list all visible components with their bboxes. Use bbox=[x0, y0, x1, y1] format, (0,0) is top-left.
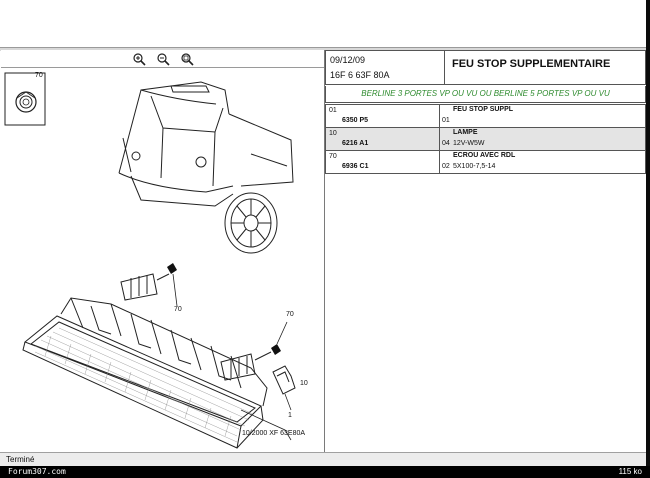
diagram-drawing bbox=[4, 72, 296, 449]
label-lower-nut: 70 bbox=[286, 311, 294, 318]
row-id-cell bbox=[326, 105, 440, 127]
zoom-fit-icon bbox=[180, 52, 194, 66]
window-top-area bbox=[0, 0, 646, 47]
page-title: FEU STOP SUPPLEMENTAIRE bbox=[452, 58, 611, 70]
status-text: Terminé bbox=[6, 455, 35, 464]
window-divider bbox=[0, 47, 646, 51]
watermark-text: Forum307.com bbox=[8, 467, 66, 476]
window-right-edge bbox=[646, 0, 650, 478]
brake-light-housing bbox=[22, 297, 268, 449]
lamp-socket bbox=[272, 365, 296, 395]
inset-nut-box bbox=[4, 72, 46, 126]
diagram-pane: 70 70 70 10 1 10/2000 XF 63E80A bbox=[1, 50, 325, 452]
row-id-cell bbox=[326, 128, 440, 150]
header-reference: 16F 6 63F 80A bbox=[330, 70, 390, 80]
row-id-cell bbox=[326, 151, 440, 173]
row-quantity: 02 bbox=[442, 163, 450, 170]
row-part-name: LAMPE bbox=[453, 129, 478, 136]
zoom-in-button[interactable] bbox=[132, 52, 146, 66]
zoom-out-button[interactable] bbox=[156, 52, 170, 66]
row-part-desc: 12V-W5W bbox=[453, 140, 485, 147]
table-row[interactable]: 01 6350 P5 01 FEU STOP SUPPL bbox=[326, 105, 645, 128]
row-position: 10 bbox=[329, 130, 337, 137]
label-upper-nut: 70 bbox=[174, 306, 182, 313]
row-part-code: 6350 P5 bbox=[342, 117, 369, 124]
parts-table: 01 6350 P5 01 FEU STOP SUPPL 10 6216 A1 … bbox=[325, 104, 646, 174]
row-part-name: ECROU AVEC RDL bbox=[453, 152, 516, 159]
row-position: 01 bbox=[329, 107, 337, 114]
row-part-code: 6936 C1 bbox=[342, 163, 369, 170]
zoom-fit-button[interactable] bbox=[180, 52, 194, 66]
row-part-desc: 5X100-7,5-14 bbox=[453, 163, 496, 170]
lens-hatch bbox=[34, 327, 254, 443]
table-row[interactable]: 10 6216 A1 04 LAMPE 12V-W5W bbox=[326, 128, 645, 151]
diagram-caption: 10/2000 XF 63E80A bbox=[242, 430, 306, 437]
upper-bulb bbox=[120, 273, 170, 301]
header-date: 09/12/09 bbox=[330, 55, 366, 65]
wheel bbox=[224, 192, 278, 254]
zoom-in-icon bbox=[132, 52, 146, 66]
footer-strip: Forum307.com 115 ko bbox=[0, 466, 650, 478]
row-part-name: FEU STOP SUPPL bbox=[453, 106, 514, 113]
leader-lines bbox=[172, 273, 292, 441]
zoom-out-icon bbox=[156, 52, 170, 66]
lower-nut-shape bbox=[271, 344, 281, 355]
row-quantity: 01 bbox=[442, 117, 450, 124]
vehicle-variant: BERLINE 3 PORTES VP OU VU OU BERLINE 5 P… bbox=[325, 86, 646, 103]
car-outline bbox=[118, 81, 294, 207]
file-size: 115 ko bbox=[618, 467, 642, 476]
header-meta: 09/12/09 16F 6 63F 80A bbox=[326, 51, 445, 84]
row-position: 70 bbox=[329, 153, 337, 160]
part-header: 09/12/09 16F 6 63F 80A FEU STOP SUPPLEME… bbox=[325, 50, 646, 85]
status-bar: Terminé bbox=[0, 452, 646, 467]
table-row[interactable]: 70 6936 C1 02 ECROU AVEC RDL 5X100-7,5-1… bbox=[326, 151, 645, 174]
label-assembly: 1 bbox=[288, 412, 292, 419]
upper-nut-shape bbox=[167, 263, 177, 274]
row-part-code: 6216 A1 bbox=[342, 140, 369, 147]
label-lamp: 10 bbox=[300, 380, 308, 387]
zoom-toolbar bbox=[1, 50, 324, 68]
label-inset-nut: 70 bbox=[35, 72, 43, 79]
exploded-diagram: 70 70 70 10 1 10/2000 XF 63E80A bbox=[1, 68, 324, 452]
parts-pane: 09/12/09 16F 6 63F 80A FEU STOP SUPPLEME… bbox=[325, 50, 646, 452]
lower-bulb bbox=[220, 351, 272, 381]
row-quantity: 04 bbox=[442, 140, 450, 147]
